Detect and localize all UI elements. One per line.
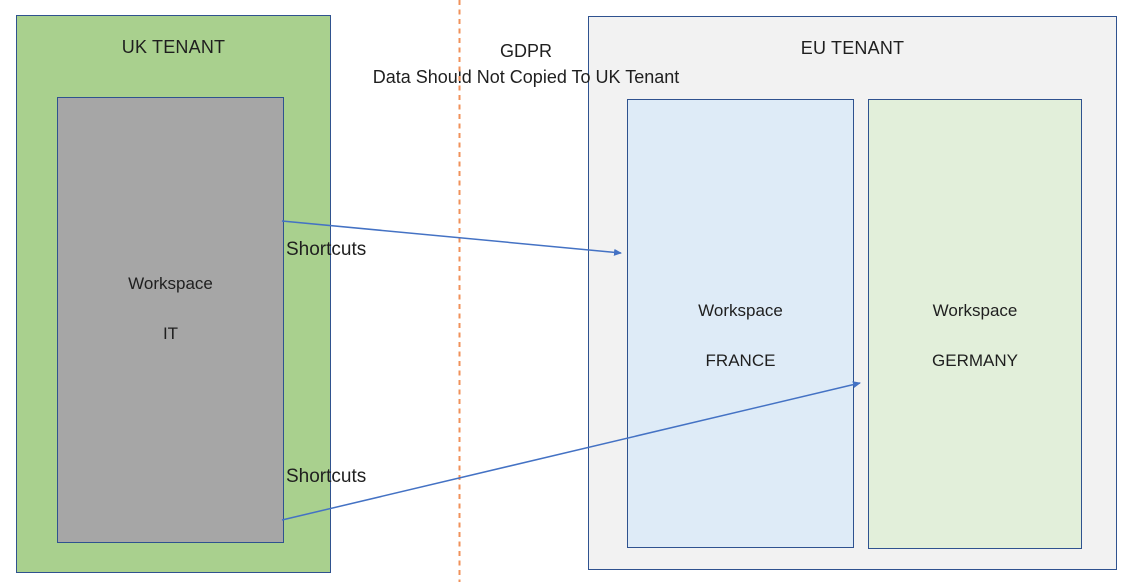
workspace-it-line2: IT <box>162 324 179 343</box>
workspace-germany-line1: Workspace <box>932 301 1018 320</box>
uk-tenant-label: UK TENANT <box>121 37 226 57</box>
workspace-france-line1: Workspace <box>698 300 783 320</box>
workspace-it-box: Workspace IT <box>57 97 284 543</box>
workspace-germany-box: Workspace GERMANY <box>868 99 1082 549</box>
workspace-germany-text: Workspace GERMANY <box>932 301 1018 371</box>
gdpr-annotation: GDPR Data Should Not Copied To UK Tenant <box>326 38 726 90</box>
workspace-france-text: Workspace FRANCE <box>698 301 783 371</box>
shortcuts-label-top: Shortcuts <box>286 239 367 260</box>
workspace-germany-line2: GERMANY <box>932 351 1018 370</box>
gdpr-subtitle: Data Should Not Copied To UK Tenant <box>372 67 680 87</box>
eu-tenant-box: EU TENANT Workspace FRANCE Workspace GER… <box>588 16 1117 570</box>
gdpr-title: GDPR <box>499 41 552 61</box>
shortcuts-label-bottom: Shortcuts <box>286 466 367 487</box>
workspace-it-text: Workspace IT <box>128 274 213 344</box>
eu-tenant-label: EU TENANT <box>800 38 905 58</box>
uk-tenant-box: UK TENANT Workspace IT <box>16 15 331 573</box>
workspace-france-box: Workspace FRANCE <box>627 99 854 548</box>
workspace-france-line2: FRANCE <box>705 350 776 370</box>
workspace-it-line1: Workspace <box>128 274 213 293</box>
